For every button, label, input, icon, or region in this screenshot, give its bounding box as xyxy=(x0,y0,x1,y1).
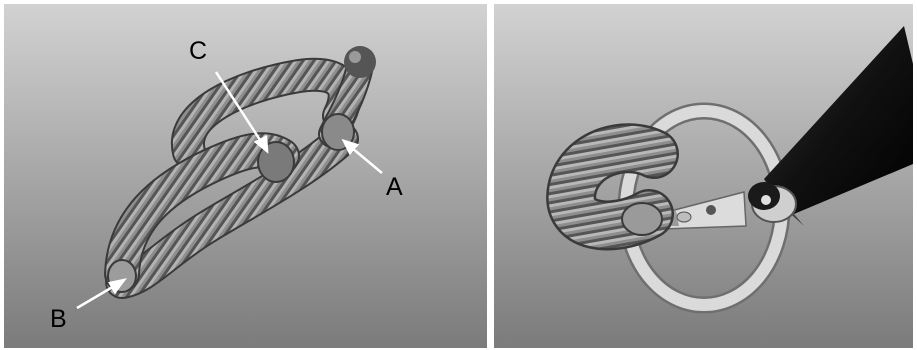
label-c: C xyxy=(189,39,207,64)
left-panel: C A B xyxy=(4,4,487,348)
knot-render xyxy=(4,4,487,348)
rope-tip xyxy=(344,46,376,78)
ring-render xyxy=(494,4,913,348)
label-a: A xyxy=(386,175,403,200)
right-panel xyxy=(494,4,913,348)
label-b: B xyxy=(50,307,67,332)
